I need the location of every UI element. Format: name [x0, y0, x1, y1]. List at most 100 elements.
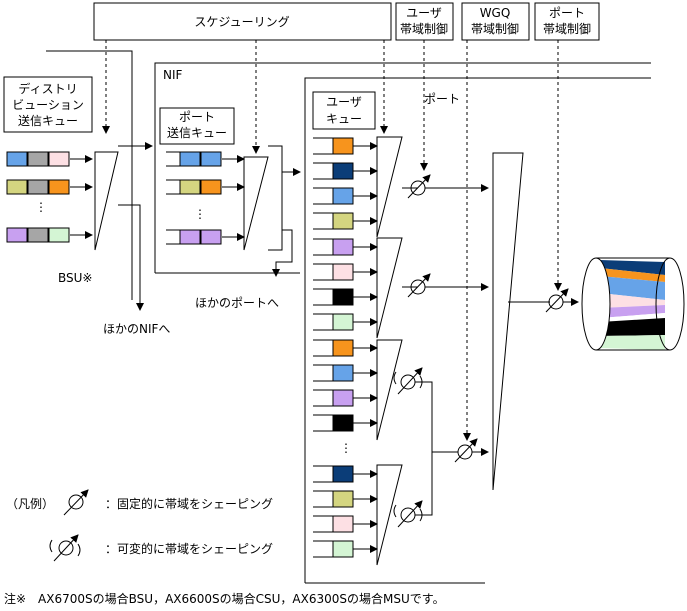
shaper-variable-icon	[49, 534, 81, 562]
user-frame	[304, 77, 651, 583]
shaper-fixed-icon	[402, 273, 431, 298]
port-scheduler-big	[492, 152, 524, 491]
port-to-other-port	[272, 229, 293, 277]
queue-cell	[332, 490, 354, 508]
queue-cell	[332, 414, 354, 432]
queue-cell	[332, 263, 354, 281]
queue-cell	[332, 238, 354, 256]
queue-cell	[332, 465, 354, 483]
wgq-merge-bottom	[415, 452, 433, 516]
legend-fixed-label: ：固定的に帯域をシェーピング	[105, 496, 273, 511]
nif-frame-top	[154, 62, 651, 273]
user-queue	[313, 389, 378, 407]
shaper-variable-icon	[393, 367, 423, 395]
port-queue-title-box: ポート 送信キュー	[159, 107, 235, 145]
port-queue	[166, 151, 245, 167]
user-queue-title-1: ユーザ	[326, 95, 362, 109]
user-rate-label-1: ユーザ	[406, 6, 442, 20]
user-queue-title-box: ユーザ キュー	[312, 91, 376, 130]
dist-queue-title-3: 送信キュー	[18, 113, 78, 128]
user-queue	[313, 288, 378, 306]
port-rate-label-2: 帯域制御	[543, 21, 591, 36]
user-queue	[313, 162, 378, 180]
user-queue	[313, 187, 378, 205]
queue-cell	[27, 179, 49, 195]
wgq-rate-label-2: 帯域制御	[471, 21, 519, 36]
shaper-fixed-icon	[63, 489, 89, 516]
bsu-label: BSU※	[58, 271, 92, 285]
queue-cell	[332, 162, 354, 180]
user-rate-box: ユーザ 帯域制御	[395, 2, 454, 41]
legend-variable-label: ：可変的に帯域をシェーピング	[105, 541, 273, 556]
queue-cell	[27, 151, 49, 167]
other-port-label: ほかのポートへ	[195, 296, 279, 310]
user-scheduler-3	[376, 339, 403, 441]
user-scheduler-4	[376, 464, 403, 566]
footnote: 注※ AX6700Sの場合BSU，AX6600Sの場合CSU，AX6300Sの場…	[4, 591, 445, 606]
port-cylinder-icon	[581, 257, 685, 351]
queue-cell	[179, 229, 201, 245]
user-queue	[313, 238, 378, 256]
port-dash-label: ポート	[424, 92, 460, 106]
queue-cell	[179, 179, 201, 195]
other-nif-label: ほかのNIFへ	[103, 322, 170, 336]
user-scheduler-1	[376, 136, 403, 238]
wgq-rate-label-1: WGQ	[480, 6, 511, 20]
port-rate-box: ポート 帯域制御	[534, 2, 600, 41]
dist-queues	[6, 151, 93, 243]
port-queues	[166, 151, 245, 245]
queue-cell	[27, 227, 49, 243]
queue-cell	[332, 288, 354, 306]
queue-cell	[332, 389, 354, 407]
dist-queue	[6, 179, 93, 195]
queue-cell	[200, 151, 222, 167]
user-queue	[313, 515, 378, 533]
queue-cell	[200, 229, 222, 245]
queue-cell	[6, 227, 28, 243]
scheduling-label: スケジューリング	[194, 15, 289, 29]
queue-cell	[200, 179, 222, 195]
shaper-fixed-icon	[508, 288, 569, 313]
queue-cell	[179, 151, 201, 167]
queue-cell	[332, 515, 354, 533]
queue-cell	[332, 540, 354, 558]
wgq-merge-top	[415, 381, 458, 453]
port-rate-label-1: ポート	[549, 6, 585, 20]
shaper-fixed-icon	[402, 174, 431, 199]
queue-cell	[332, 212, 354, 230]
user-queue	[313, 364, 378, 382]
queue-cell	[48, 227, 70, 243]
queue-cell	[6, 151, 28, 167]
dist-to-other-nif	[118, 204, 144, 311]
wgq-rate-box: WGQ 帯域制御	[461, 2, 530, 41]
dist-queue	[6, 227, 93, 243]
user-rate-label-2: 帯域制御	[400, 21, 448, 36]
dist-queue	[6, 151, 93, 167]
shaper-fixed-icon	[454, 438, 478, 463]
queue-cell	[332, 339, 354, 357]
user-queue	[313, 490, 378, 508]
port-queue-title-1: ポート	[179, 110, 215, 124]
legend-title: （凡例）	[6, 497, 54, 511]
dist-queue-title-2: ビューション	[12, 98, 84, 112]
dist-queue-title-1: ディストリ	[18, 81, 77, 96]
user-queue-title-2: キュー	[326, 112, 362, 126]
queue-cell	[332, 137, 354, 155]
queue-cell	[332, 313, 354, 331]
user-queues	[313, 137, 378, 558]
port-queue	[166, 179, 245, 195]
queue-cell	[332, 187, 354, 205]
port-dots: ⋮	[194, 207, 206, 221]
nif-label: NIF	[163, 68, 183, 82]
bsu-frame	[46, 50, 133, 300]
user-queue	[313, 137, 378, 155]
user-dots: ⋮	[340, 441, 352, 455]
queue-cell	[6, 179, 28, 195]
queue-cell	[48, 151, 70, 167]
queue-cell	[48, 179, 70, 195]
queue-cell	[332, 364, 354, 382]
user-queue	[313, 540, 378, 558]
user-queue	[313, 212, 378, 230]
user-queue	[313, 313, 378, 331]
